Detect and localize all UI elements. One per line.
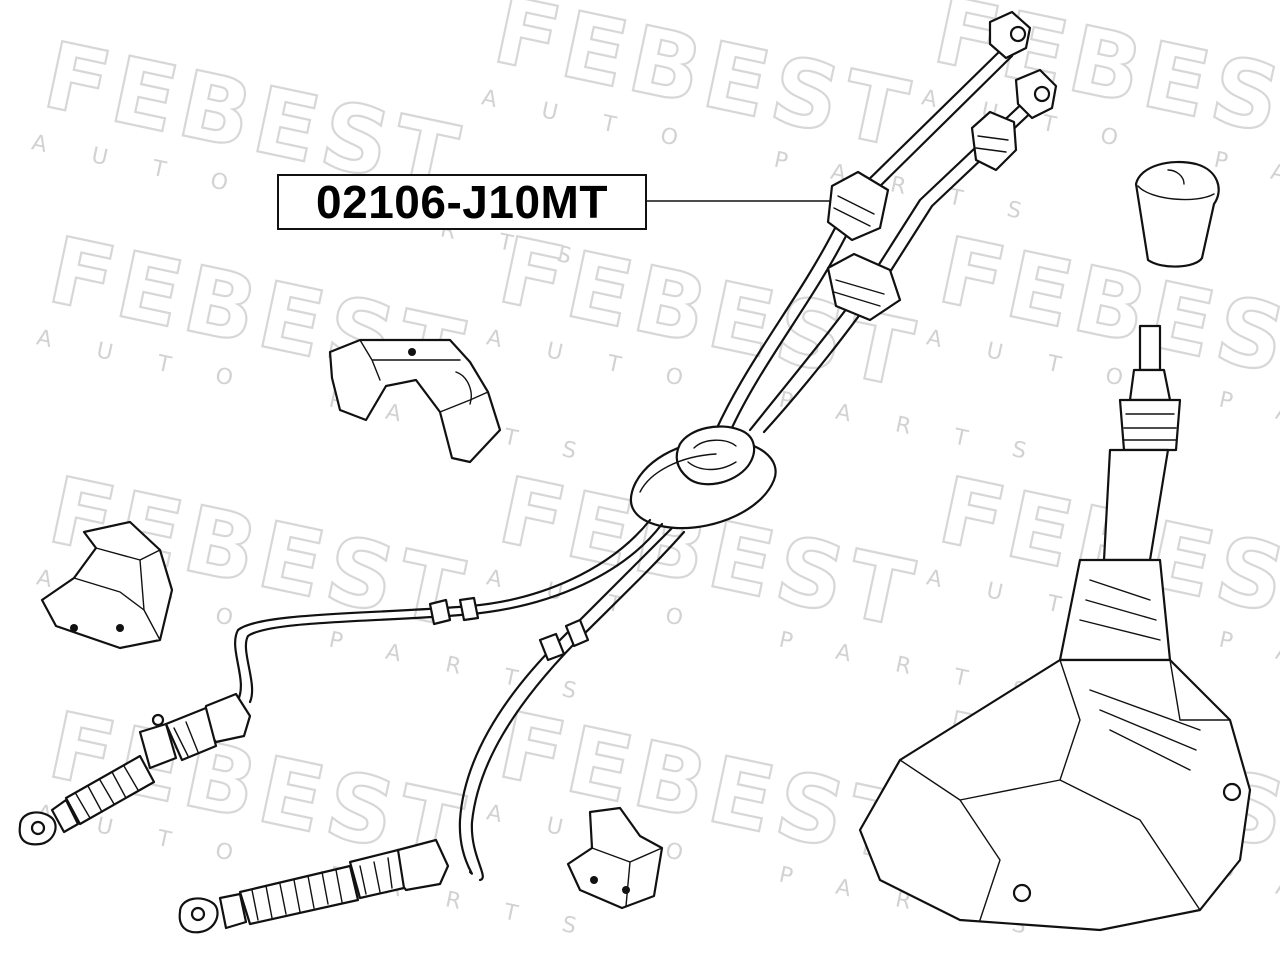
cable-end-a	[18, 692, 252, 846]
cable-clamp-center	[566, 806, 664, 910]
cable-end-b	[178, 838, 450, 934]
part-number-label: 02106-J10MT	[277, 174, 647, 230]
lower-cable-a	[234, 518, 664, 704]
mounting-bracket	[328, 338, 502, 464]
cable-clamp-left	[40, 520, 174, 650]
upper-cable-a	[714, 10, 1032, 434]
shifter-assembly	[858, 324, 1252, 932]
lower-cable-b	[458, 526, 686, 882]
upper-cable-b	[748, 68, 1058, 434]
shift-knob	[1134, 160, 1220, 268]
cable-grommet	[629, 425, 777, 530]
